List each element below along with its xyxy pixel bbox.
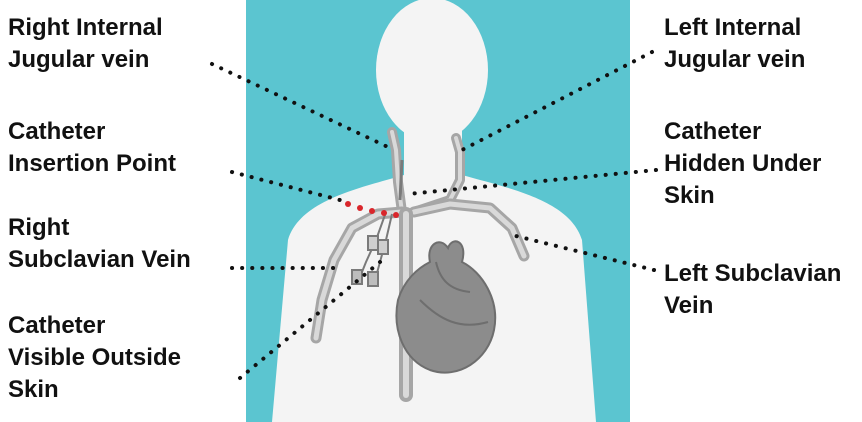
- label-line: Catheter: [8, 310, 181, 342]
- label-right-subclavian-vein: Right Subclavian Vein: [8, 212, 191, 276]
- label-left-subclavian-vein: Left Subclavian Vein: [664, 258, 841, 322]
- label-line: Hidden Under: [664, 148, 821, 180]
- label-line: Subclavian Vein: [8, 244, 191, 276]
- label-catheter-insertion-point: Catheter Insertion Point: [8, 116, 176, 180]
- label-catheter-hidden-under-skin: Catheter Hidden Under Skin: [664, 116, 821, 212]
- label-line: Right Internal: [8, 12, 163, 44]
- catheter-hidden: [400, 160, 402, 200]
- label-line: Jugular vein: [664, 44, 805, 76]
- label-line: Right: [8, 212, 191, 244]
- label-line: Visible Outside: [8, 342, 181, 374]
- label-line: Catheter: [8, 116, 176, 148]
- label-line: Skin: [664, 180, 821, 212]
- label-line: Insertion Point: [8, 148, 176, 180]
- label-left-internal-jugular: Left Internal Jugular vein: [664, 12, 805, 76]
- label-line: Left Subclavian: [664, 258, 841, 290]
- label-line: Left Internal: [664, 12, 805, 44]
- label-right-internal-jugular: Right Internal Jugular vein: [8, 12, 163, 76]
- label-line: Skin: [8, 374, 181, 406]
- label-line: Jugular vein: [8, 44, 163, 76]
- label-line: Vein: [664, 290, 841, 322]
- label-catheter-visible-outside: Catheter Visible Outside Skin: [8, 310, 181, 406]
- label-line: Catheter: [664, 116, 821, 148]
